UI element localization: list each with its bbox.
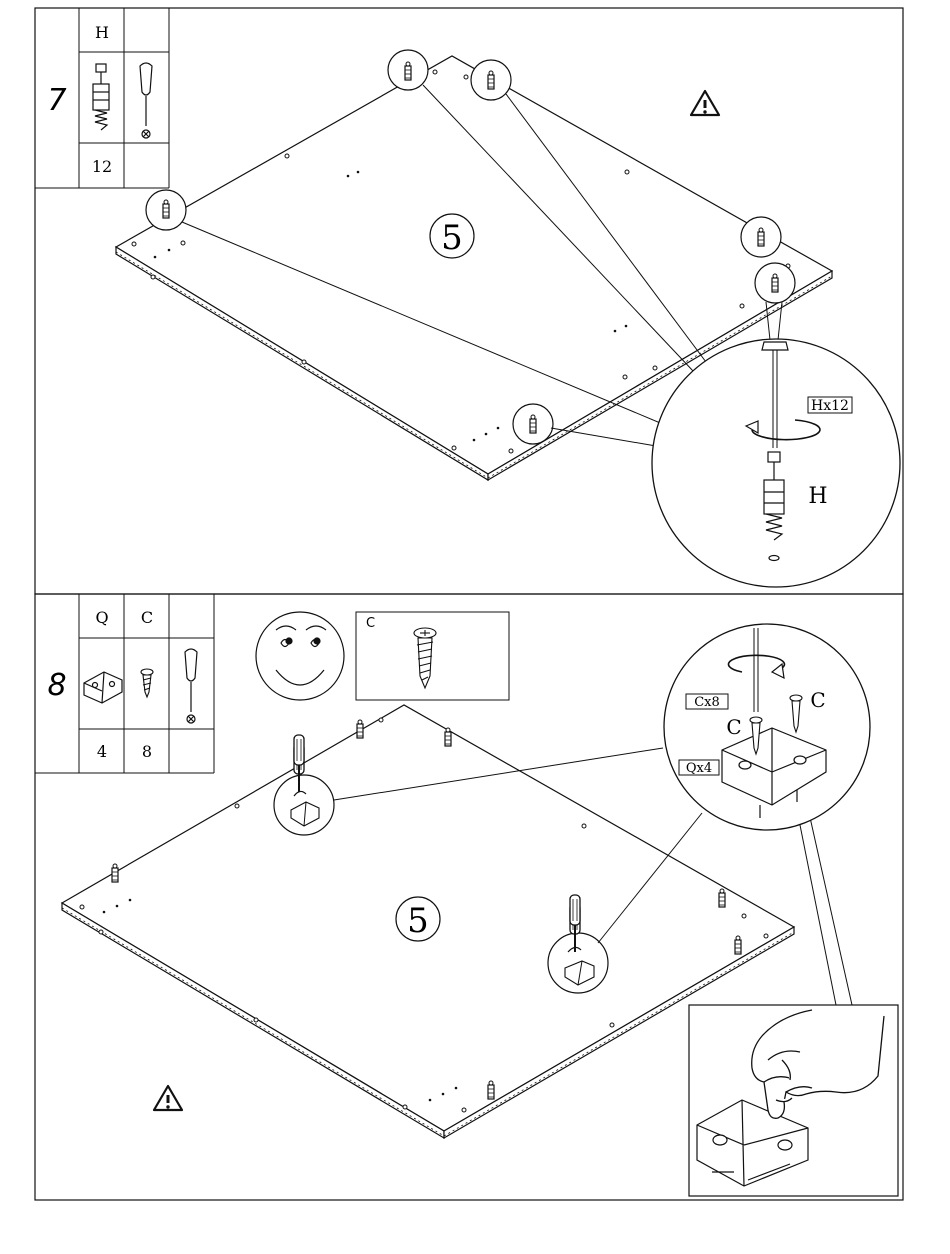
callout-qty-cx8: Cx8 — [694, 695, 720, 710]
panel-5-number: 5 — [441, 218, 463, 258]
callout-label-c-left: C — [726, 715, 741, 739]
cam-dowel-icon — [93, 64, 109, 130]
warning-icon-step-7 — [691, 91, 719, 115]
part-c-qty: 8 — [142, 742, 152, 761]
step-8-number: 8 — [47, 668, 66, 703]
hand-detail-box — [689, 1005, 898, 1196]
screw-c-box-label: C — [366, 616, 375, 631]
panel-5-number-step-8: 5 — [407, 901, 429, 941]
part-h-qty: 12 — [92, 157, 112, 176]
corner-bracket-icon — [84, 672, 122, 703]
screwdriver-icon-step-8 — [185, 649, 197, 723]
screw-icon — [141, 669, 153, 697]
detail-callout-step-8 — [664, 624, 870, 830]
callout-label-c-right: C — [810, 688, 825, 712]
detail-callout-step-7 — [652, 339, 900, 587]
part-c-label: C — [141, 608, 153, 627]
screw-c-box — [356, 612, 509, 700]
callout-part-h: H — [808, 484, 827, 509]
screwdriver-icon — [140, 63, 152, 138]
smiley-face-icon — [256, 612, 344, 700]
part-q-qty: 4 — [97, 742, 107, 761]
step-7-number: 7 — [47, 83, 66, 118]
part-h-label: H — [95, 23, 109, 42]
callout-qty-qx4: Qx4 — [686, 761, 712, 776]
warning-icon-step-8 — [154, 1086, 182, 1110]
part-q-label: Q — [95, 608, 108, 627]
callout-qty-hx12: Hx12 — [811, 398, 849, 414]
